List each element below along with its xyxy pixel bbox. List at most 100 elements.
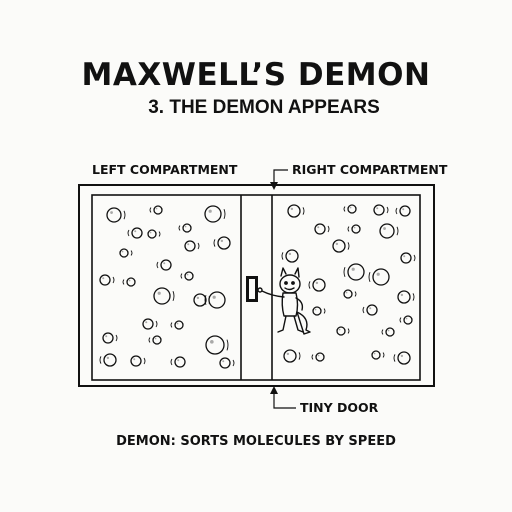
molecule-highlight xyxy=(155,207,158,210)
molecule-highlight xyxy=(177,359,180,362)
molecule-motion-mark xyxy=(204,295,207,305)
molecule-icon xyxy=(204,205,222,223)
molecule-icon xyxy=(174,356,186,368)
molecule-motion-mark xyxy=(158,231,161,237)
molecule-motion-mark xyxy=(302,207,305,215)
molecule-icon xyxy=(366,304,378,316)
molecule-motion-mark xyxy=(155,320,158,328)
molecule-highlight xyxy=(110,211,113,214)
molecule-highlight xyxy=(317,354,320,357)
molecule-icon xyxy=(336,326,346,336)
molecule-icon xyxy=(399,205,411,217)
molecule-highlight xyxy=(210,340,214,344)
molecule-highlight xyxy=(402,208,405,211)
molecule-icon xyxy=(312,278,326,292)
molecule-highlight xyxy=(290,207,294,211)
molecule-icon xyxy=(208,291,226,309)
molecule-highlight xyxy=(288,252,292,256)
molecule-icon xyxy=(174,320,184,330)
diagram-title: MAXWELL’S DEMON xyxy=(81,57,431,93)
container-outer xyxy=(78,184,435,387)
molecule-motion-mark xyxy=(396,226,399,236)
molecule-highlight xyxy=(376,207,379,210)
molecule-motion-mark xyxy=(343,206,346,212)
molecule-motion-mark xyxy=(311,354,314,360)
molecule-highlight xyxy=(400,354,404,358)
molecule-motion-mark xyxy=(178,225,181,231)
molecule-motion-mark xyxy=(232,359,235,367)
molecule-motion-mark xyxy=(213,239,216,247)
molecule-highlight xyxy=(345,291,348,294)
tiny-door-label: TINY DOOR xyxy=(300,400,379,415)
molecule-highlight xyxy=(222,360,225,363)
molecule-icon xyxy=(314,223,326,235)
molecule-motion-mark xyxy=(323,308,326,314)
molecule-highlight xyxy=(154,337,157,340)
molecule-icon xyxy=(315,352,325,362)
molecule-highlight xyxy=(373,352,376,355)
molecule-highlight xyxy=(187,243,190,246)
molecule-motion-mark xyxy=(347,328,350,334)
molecule-highlight xyxy=(176,322,179,325)
molecule-icon xyxy=(184,240,196,252)
molecule-icon xyxy=(182,223,192,233)
molecule-icon xyxy=(312,306,322,316)
molecule-highlight xyxy=(145,321,148,324)
molecule-icon xyxy=(131,227,143,239)
molecule-motion-mark xyxy=(281,252,284,260)
molecule-motion-mark xyxy=(197,242,200,250)
molecule-icon xyxy=(130,355,142,367)
molecule-icon xyxy=(153,287,171,305)
left-molecules xyxy=(99,205,235,369)
molecule-icon xyxy=(332,239,346,253)
molecule-icon xyxy=(372,268,390,286)
molecule-highlight xyxy=(163,262,166,265)
molecule-icon xyxy=(351,224,361,234)
molecule-motion-mark xyxy=(343,267,346,277)
left-compartment-label: LEFT COMPARTMENT xyxy=(92,162,238,177)
molecule-highlight xyxy=(102,277,105,280)
molecule-highlight xyxy=(315,281,319,285)
molecule-motion-mark xyxy=(170,322,173,328)
molecule-icon xyxy=(343,289,353,299)
molecule-icon xyxy=(160,259,172,271)
molecule-highlight xyxy=(133,358,136,361)
molecule-motion-mark xyxy=(347,242,350,250)
molecule-motion-mark xyxy=(156,261,159,269)
molecule-highlight xyxy=(149,231,152,234)
molecule-motion-mark xyxy=(362,306,365,314)
molecule-motion-mark xyxy=(127,229,130,237)
molecule-motion-mark xyxy=(180,273,183,279)
molecule-icon xyxy=(371,350,381,360)
container-inner xyxy=(91,194,421,381)
molecule-motion-mark xyxy=(112,276,115,284)
molecule-highlight xyxy=(369,307,372,310)
caption: DEMON: SORTS MOLECULES BY SPEED xyxy=(116,434,396,449)
molecule-motion-mark xyxy=(393,354,396,362)
molecule-highlight xyxy=(208,209,212,213)
molecule-icon xyxy=(205,335,225,355)
molecule-icon xyxy=(385,327,395,337)
molecule-highlight xyxy=(134,230,137,233)
molecule-motion-mark xyxy=(143,357,146,365)
molecule-motion-mark xyxy=(115,334,118,342)
molecule-motion-mark xyxy=(413,254,416,262)
molecule-highlight xyxy=(286,352,290,356)
molecule-icon xyxy=(103,353,117,367)
right-compartment-label: RIGHT COMPARTMENT xyxy=(292,162,448,177)
molecule-highlight xyxy=(157,291,161,295)
molecule-motion-mark xyxy=(327,225,330,233)
molecule-motion-mark xyxy=(382,352,385,358)
molecule-motion-mark xyxy=(308,281,311,289)
molecule-icon xyxy=(99,274,111,286)
molecule-motion-mark xyxy=(399,317,402,323)
molecule-motion-mark xyxy=(149,207,152,213)
molecule-highlight xyxy=(349,206,352,209)
molecule-icon xyxy=(119,248,129,258)
molecule-motion-mark xyxy=(412,293,415,301)
molecule-highlight xyxy=(196,296,200,300)
molecule-motion-mark xyxy=(223,209,226,219)
molecule-icon xyxy=(152,335,162,345)
tiny-door-arrow xyxy=(270,386,296,409)
molecule-highlight xyxy=(383,227,386,230)
